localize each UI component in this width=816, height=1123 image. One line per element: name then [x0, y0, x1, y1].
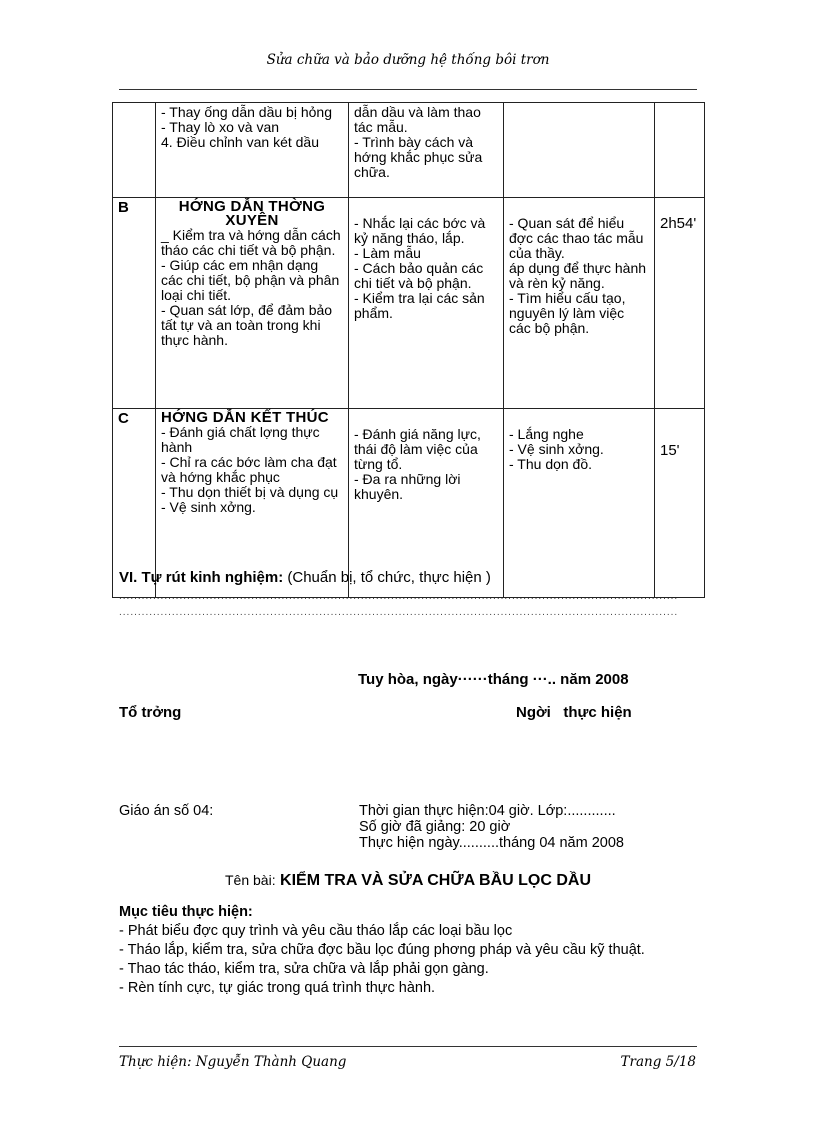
place-date: Tuy hòa, ngày······tháng ···.. năm 2008	[358, 671, 629, 688]
cell-line: - Cách bảo quản các chi tiết và bộ phận.	[354, 260, 484, 291]
cell-line: - Đa ra những lời khuyên.	[354, 471, 461, 502]
header-rule	[119, 89, 697, 90]
plan-line: Thời gian thực hiện:04 giờ. Lớp:........…	[359, 803, 616, 819]
objective-item: - Rèn tính cực, tự giác trong quá trình …	[119, 980, 436, 996]
row-label: B	[112, 197, 156, 409]
cell-line: - Thay ống dẫn dầu bị hỏng	[161, 104, 332, 120]
experience-heading: VI. Tự rút kinh nghiệm:	[119, 569, 284, 586]
objectives: Mục tiêu thực hiện: - Phát biểu đợc quy …	[119, 904, 709, 999]
cell-line: - Lắng nghe	[509, 426, 584, 442]
cell-line: - Thay lò xo và van	[161, 119, 280, 135]
left-signature-role: Tổ trởng	[119, 704, 182, 721]
teacher-activity-cell: - Thay ống dẫn dầu bị hỏng - Thay lò xo …	[155, 102, 349, 198]
cell-line: - Quan sát để hiểu đợc các thao tác mẫu …	[509, 215, 644, 261]
experience-subheading: (Chuẩn bị, tổ chức, thực hiện )	[287, 569, 491, 586]
lesson-label: Tên bài:	[225, 872, 276, 888]
student-activity-cell	[503, 102, 655, 198]
row-label: C	[112, 408, 156, 598]
cell-line: - Làm mẫu	[354, 245, 421, 261]
cell-line: - Nhắc lại các bớc và kỷ năng tháo, lắp.	[354, 215, 486, 246]
right-signature-role: Ngời thực hiện	[516, 704, 632, 721]
teacher-activity-cell: HỚNG DẪN THỜNG XUYÊN _ Kiểm tra và hớng …	[155, 197, 349, 409]
objective-item: - Phát biểu đợc quy trình và yêu cầu thá…	[119, 923, 513, 939]
dotted-line: ........................................…	[119, 607, 679, 618]
plan-line: Thực hiện ngày..........tháng 04 năm 200…	[359, 835, 624, 851]
content-cell: dẫn dầu và làm thao tác mẫu. - Trình bày…	[348, 102, 504, 198]
cell-line: - Vệ sinh xởng.	[161, 499, 256, 515]
plan-line: Số giờ đã giảng: 20 giờ	[359, 819, 511, 835]
section-title: HỚNG DẪN KẾT THÚC	[161, 409, 329, 426]
cell-line: - Kiểm tra lại các sản phẩm.	[354, 290, 485, 321]
time-cell: 2h54'	[654, 197, 705, 409]
cell-line: - Trình bày cách và hớng khắc phục sửa c…	[354, 134, 483, 180]
cell-line: - Đánh giá chất lợng thực hành	[161, 424, 320, 455]
objective-item: - Thao tác tháo, kiểm tra, sửa chữa và l…	[119, 961, 489, 977]
running-header: Sửa chữa và bảo dưỡng hệ thống bôi trơn	[266, 52, 550, 68]
cell-line: _ Kiểm tra và hớng dẫn cách tháo các chi…	[161, 227, 341, 258]
footer-author: Thực hiện: Nguyễn Thành Quang	[119, 1054, 347, 1070]
cell-line: dẫn dầu và làm thao tác mẫu.	[354, 104, 481, 135]
lesson-heading: Tên bài: KIỂM TRA VÀ SỬA CHỮA BẦU LỌC DẦ…	[225, 872, 591, 890]
objectives-heading: Mục tiêu thực hiện:	[119, 904, 253, 920]
dotted-line: ........................................…	[119, 591, 679, 602]
cell-line: - Đánh giá năng lực, thái độ làm việc củ…	[354, 426, 481, 472]
plan-details: Thời gian thực hiện:04 giờ. Lớp:........…	[359, 803, 624, 851]
table-row: C HỚNG DẪN KẾT THÚC - Đánh giá chất lợng…	[112, 408, 705, 598]
lesson-table: - Thay ống dẫn dầu bị hỏng - Thay lò xo …	[112, 102, 705, 598]
lesson-title: KIỂM TRA VÀ SỬA CHỮA BẦU LỌC DẦU	[280, 872, 592, 889]
footer-rule	[119, 1046, 697, 1047]
row-label	[112, 102, 156, 198]
cell-line: - Thu dọn thiết bị và dụng cụ	[161, 484, 339, 500]
cell-line: - Giúp các em nhận dạng các chi tiết, bộ…	[161, 257, 340, 303]
cell-line: - Quan sát lớp, để đảm bảo tất tự và an …	[161, 302, 333, 348]
plan-number: Giáo án số 04:	[119, 803, 214, 819]
content-cell: - Nhắc lại các bớc và kỷ năng tháo, lắp.…	[348, 197, 504, 409]
cell-line: 4. Điều chỉnh van két dầu	[161, 134, 319, 150]
cell-line: áp dụng để thực hành và rèn kỷ năng.	[509, 260, 647, 291]
footer-page-number: Trang 5/18	[620, 1054, 696, 1070]
table-row: B HỚNG DẪN THỜNG XUYÊN _ Kiểm tra và hớn…	[112, 197, 705, 409]
objective-item: - Tháo lắp, kiểm tra, sửa chữa đợc bầu l…	[119, 942, 645, 958]
cell-line: - Tìm hiểu cấu tạo, nguyên lý làm việc c…	[509, 290, 626, 336]
section-title: HỚNG DẪN THỜNG XUYÊN	[178, 198, 326, 229]
cell-line: - Vệ sinh xởng.	[509, 441, 604, 457]
student-activity-cell: - Lắng nghe - Vệ sinh xởng. - Thu dọn đồ…	[503, 408, 655, 598]
cell-line: - Thu dọn đồ.	[509, 456, 593, 472]
cell-line: - Chỉ ra các bớc làm cha đạt và hớng khắ…	[161, 454, 337, 485]
time-cell	[654, 102, 705, 198]
student-activity-cell: - Quan sát để hiểu đợc các thao tác mẫu …	[503, 197, 655, 409]
experience-section: VI. Tự rút kinh nghiệm: (Chuẩn bị, tổ ch…	[119, 569, 491, 586]
time-cell: 15'	[654, 408, 705, 598]
table-row: - Thay ống dẫn dầu bị hỏng - Thay lò xo …	[112, 102, 705, 198]
content-cell: - Đánh giá năng lực, thái độ làm việc củ…	[348, 408, 504, 598]
